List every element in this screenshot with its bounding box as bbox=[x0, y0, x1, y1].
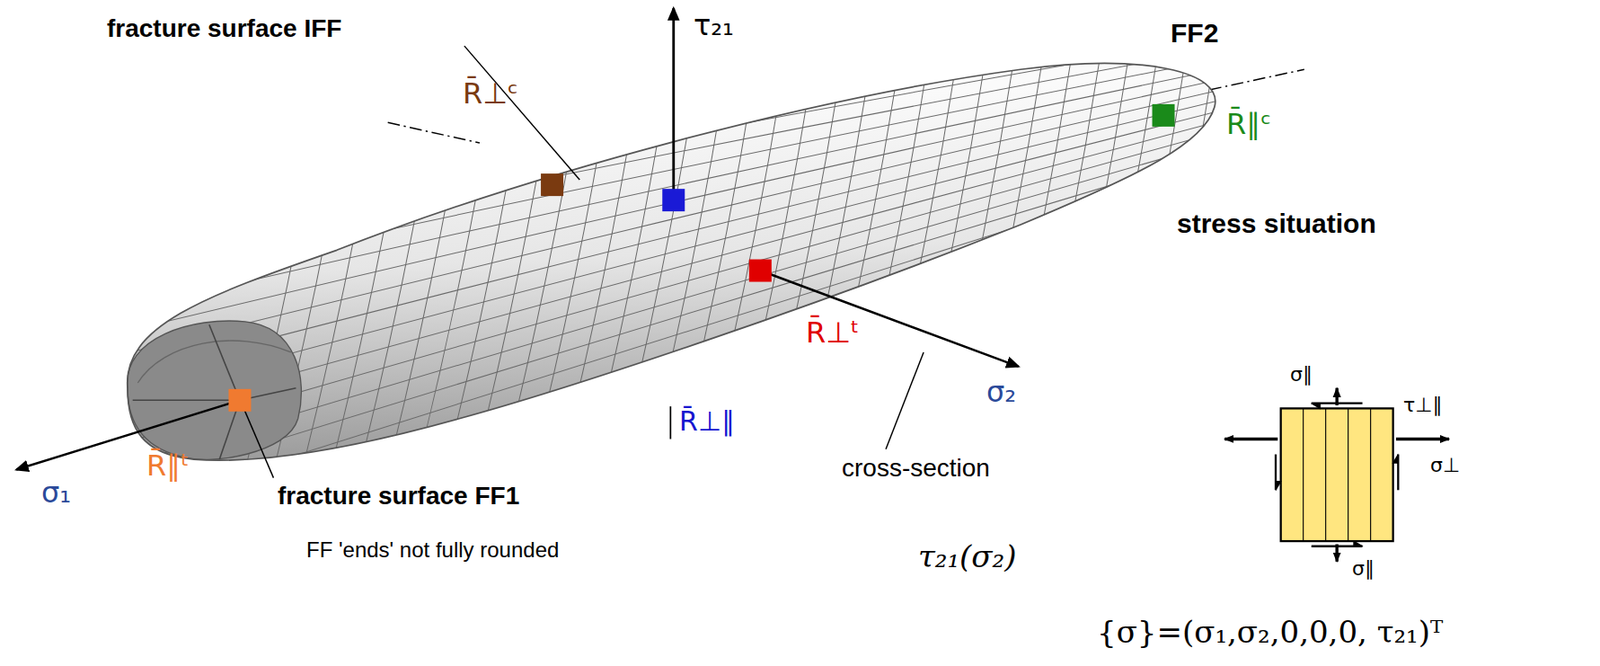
surface-label: fracture surface FF1 bbox=[277, 481, 520, 511]
axis-label: σ₂ bbox=[986, 375, 1017, 409]
strength-point bbox=[662, 188, 685, 212]
grid-line bbox=[577, 0, 681, 511]
stress-label: σ∥ bbox=[1290, 362, 1313, 386]
formula: {σ}=(σ₁,σ₂,0,0,0, τ₂₁)ᵀ bbox=[1096, 614, 1443, 650]
grid-line bbox=[1120, 0, 1223, 511]
grid-line bbox=[1149, 0, 1252, 511]
shear-arrow bbox=[1274, 454, 1277, 491]
formula: τ₂₁(σ₂) bbox=[918, 539, 1017, 575]
ud-element bbox=[1281, 407, 1394, 541]
grid-line bbox=[1063, 0, 1167, 511]
grid-line bbox=[102, 154, 1246, 516]
strength-label: R̄⊥ᶜ bbox=[462, 77, 519, 111]
marker-bar bbox=[670, 406, 672, 439]
shear-arrow bbox=[1311, 402, 1363, 405]
fibre-line bbox=[1302, 407, 1304, 541]
grid-line bbox=[520, 0, 623, 511]
axis-label: σ₁ bbox=[41, 476, 71, 510]
grid-line bbox=[720, 0, 823, 511]
grid-line bbox=[102, 144, 1246, 495]
axis-label: τ₂₁ bbox=[693, 8, 734, 43]
cap-line bbox=[137, 340, 291, 383]
sigma2-axis bbox=[760, 270, 1018, 367]
surface-label: FF2 bbox=[1170, 17, 1219, 50]
grid-line bbox=[834, 0, 938, 511]
fibre-line bbox=[1325, 407, 1326, 541]
strength-point bbox=[749, 259, 772, 283]
grid-line bbox=[1006, 0, 1109, 511]
grid-line bbox=[1034, 0, 1138, 511]
grid-line bbox=[977, 0, 1080, 511]
strength-label: R̄∥ᵗ bbox=[146, 449, 190, 483]
axis-stub bbox=[388, 122, 480, 143]
leader-line bbox=[885, 352, 924, 450]
leader-line bbox=[464, 45, 580, 180]
strength-point bbox=[540, 173, 564, 196]
grid-line bbox=[291, 0, 395, 511]
grid-line bbox=[777, 0, 881, 511]
strength-point bbox=[1152, 104, 1176, 127]
surface-label: fracture surface IFF bbox=[106, 14, 342, 44]
stress-arrow bbox=[1396, 437, 1450, 441]
grid-line bbox=[749, 0, 852, 511]
note: FF 'ends' not fully rounded bbox=[306, 537, 559, 563]
strength-label: R̄⊥ᵗ bbox=[805, 316, 860, 350]
sigma1-axis bbox=[16, 399, 240, 469]
grid-line bbox=[805, 0, 909, 511]
strength-label: R̄⊥∥ bbox=[679, 406, 735, 438]
surface-grid bbox=[102, 0, 1252, 517]
stress-label: σ∥ bbox=[1352, 556, 1375, 580]
stress-label: σ⊥ bbox=[1430, 453, 1460, 477]
grid-line bbox=[463, 0, 566, 511]
shear-arrow bbox=[1396, 454, 1399, 491]
note: cross-section bbox=[841, 453, 991, 483]
grid-line bbox=[548, 0, 652, 511]
fracture-body bbox=[127, 63, 1216, 461]
grid-line bbox=[320, 0, 424, 511]
shear-arrow bbox=[1311, 545, 1363, 548]
tau-axis bbox=[671, 8, 675, 201]
fibre-line bbox=[1370, 407, 1371, 541]
grid-line bbox=[662, 0, 766, 511]
end-cap bbox=[127, 320, 302, 460]
cap-line bbox=[209, 324, 240, 400]
strength-point bbox=[228, 388, 251, 412]
axis-stub bbox=[1209, 69, 1305, 90]
strength-label: R̄∥ᶜ bbox=[1226, 107, 1272, 142]
body-outline bbox=[127, 63, 1216, 461]
grid-line bbox=[1092, 0, 1195, 511]
leader-line bbox=[242, 406, 274, 478]
stress-label: τ⊥∥ bbox=[1403, 393, 1442, 416]
stress-arrow bbox=[1224, 437, 1278, 441]
fibre-line bbox=[1347, 407, 1349, 541]
cap-line bbox=[132, 399, 240, 402]
section-title: stress situation bbox=[1176, 208, 1377, 240]
